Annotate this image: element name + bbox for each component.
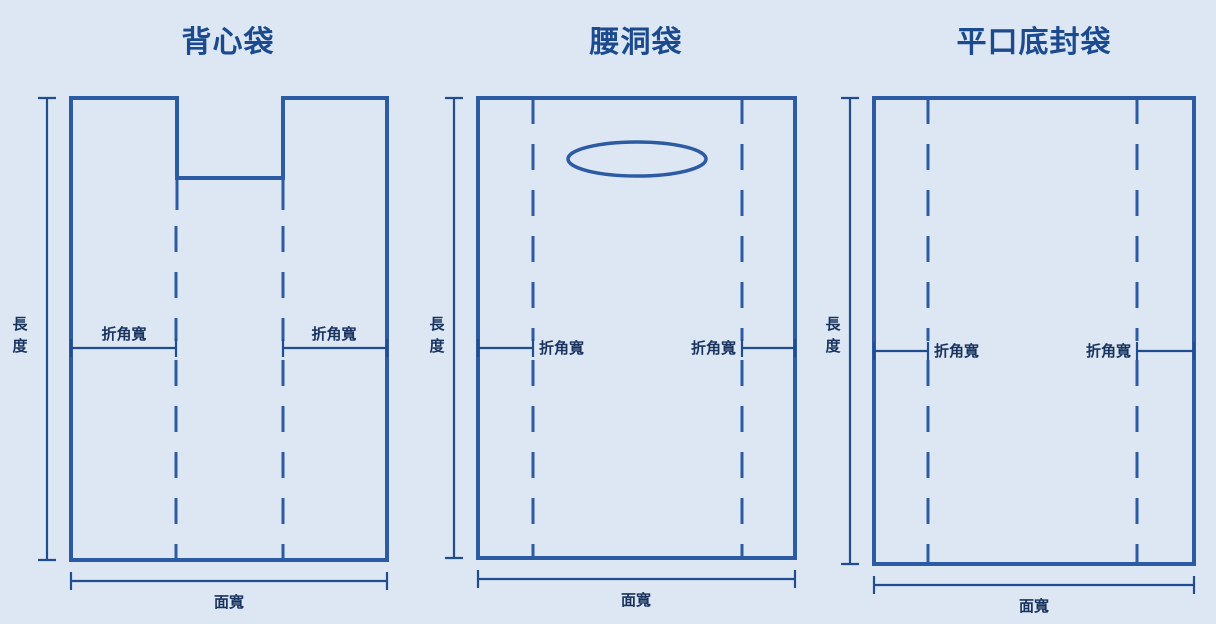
gusset-label-left-flat-bottom-seal: 折角寬 — [934, 342, 979, 360]
bag-panel-vest: 背心袋 長 度 折角寬 折角寬 — [12, 26, 389, 611]
bag-title-flat-bottom-seal: 平口底封袋 — [957, 26, 1112, 59]
length-label-line1-flat-bottom-seal: 長 — [825, 316, 841, 333]
bag-panel-flat-bottom-seal: 平口底封袋 長 度 折角寬 折角寬 — [825, 26, 1196, 615]
gusset-label-right-waist-hole: 折角寬 — [691, 339, 736, 357]
bag-panel-waist-hole: 腰洞袋 長 度 折角寬 折角寬 — [429, 26, 797, 609]
face-width-label-vest: 面寬 — [214, 593, 244, 611]
gusset-label-right-vest: 折角寬 — [311, 325, 356, 343]
gusset-label-left-waist-hole: 折角寬 — [539, 339, 584, 357]
gusset-label-right-flat-bottom-seal: 折角寬 — [1086, 342, 1131, 360]
face-width-label-waist-hole: 面寬 — [621, 591, 651, 609]
bag-outline-flat-bottom-seal — [872, 96, 1196, 566]
bag-title-waist-hole: 腰洞袋 — [590, 26, 683, 59]
length-label-line2-flat-bottom-seal: 度 — [825, 337, 841, 355]
length-label-line1-vest: 長 — [12, 316, 28, 333]
length-label-line2-vest: 度 — [12, 337, 28, 355]
bag-outline-waist-hole — [476, 96, 797, 560]
gusset-label-left-vest: 折角寬 — [101, 325, 146, 343]
face-width-label-flat-bottom-seal: 面寬 — [1019, 597, 1049, 615]
handle-hole-icon — [566, 140, 708, 178]
bag-title-vest: 背心袋 — [182, 26, 275, 59]
length-label-line2-waist-hole: 度 — [429, 337, 445, 355]
length-label-line1-waist-hole: 長 — [429, 316, 445, 333]
